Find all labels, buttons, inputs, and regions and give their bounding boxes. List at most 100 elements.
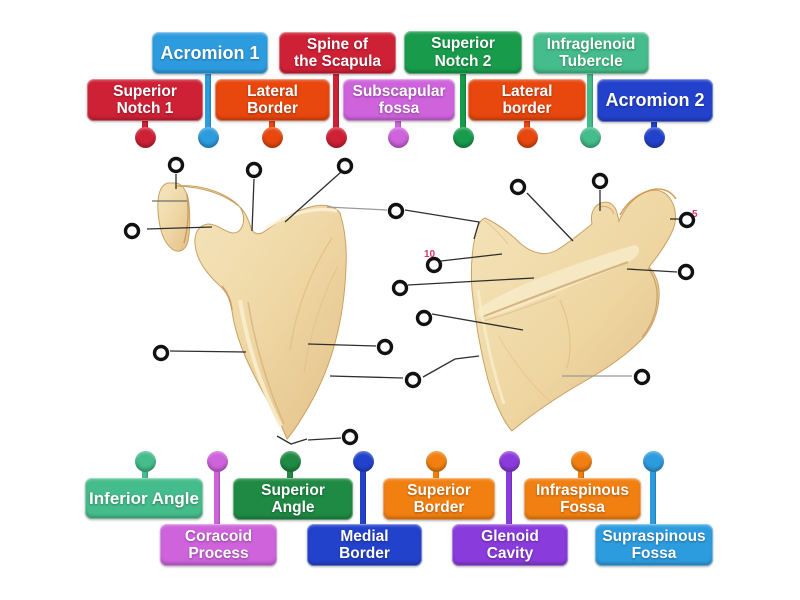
leader-line [307,343,377,347]
drop-zone-marker[interactable] [404,371,422,389]
label-chip-medial-border[interactable]: Medial Border [307,524,422,566]
label-pin-stem [205,68,211,137]
drop-zone-marker[interactable] [591,172,609,190]
drop-zone-marker[interactable] [391,279,409,297]
drop-zone-marker[interactable] [123,222,141,240]
leader-line [276,435,308,445]
label-pin-stem [587,68,593,137]
label-chip-inferior-angle[interactable]: Inferior Angle [85,478,203,519]
label-text: Acromion 1 [160,42,260,63]
label-pin-stem [524,115,530,137]
label-text: Inferior Angle [89,488,199,508]
label-text: Lateral Border [247,82,298,117]
leader-line [626,268,678,273]
leader-line [431,313,524,331]
label-text: Superior Notch 2 [431,35,495,70]
label-pin-stem [269,115,275,137]
label-text: Spine of the Scapula [294,35,381,70]
label-pin-stem [142,461,148,484]
label-pin-head [206,450,228,472]
label-chip-glenoid-cavity[interactable]: Glenoid Cavity [452,524,568,566]
drop-zone-marker[interactable] [425,256,443,274]
label-pin-stem [360,461,366,530]
label-chip-supraspinous-fossa[interactable]: Supraspinous Fossa [595,524,713,566]
label-pin-stem [333,68,339,137]
label-pin-head [498,450,520,472]
label-pin-head [134,450,156,472]
label-pin-head [197,126,219,148]
leader-line [526,192,574,242]
label-pin-head [279,450,301,472]
drop-zones-layer [123,156,696,446]
leader-line [284,171,342,223]
leader-line [251,178,255,232]
scapula-anterior-view-illustration [157,182,347,440]
label-pin-stem [287,461,293,484]
drop-zone-marker[interactable] [245,161,263,179]
drop-zone-marker[interactable] [633,368,651,386]
drop-zone-marker[interactable] [678,211,696,229]
label-pin-stem [214,461,220,530]
label-chip-superior-notch-2[interactable]: Superior Notch 2 [404,31,522,74]
label-pin-head [387,126,409,148]
label-chip-lateral-border-2[interactable]: Lateral border [468,79,586,121]
label-pin-head [452,126,474,148]
label-chip-lateral-border-1[interactable]: Lateral Border [215,79,330,121]
label-pin-head [134,126,156,148]
label-chip-acromion-1[interactable]: Acromion 1 [152,32,268,74]
label-pin-head [570,450,592,472]
label-text: Superior Border [407,481,471,516]
drop-zone-marker[interactable] [415,309,433,327]
label-chip-coracoid-process[interactable]: Coracoid Process [160,524,277,566]
label-chip-infraglenoid-tubercle[interactable]: Infraglenoid Tubercle [533,32,649,74]
drop-zone-marker[interactable] [152,344,170,362]
label-chip-superior-angle[interactable]: Superior Angle [233,478,353,520]
reference-number: 10 [424,249,436,260]
label-text: Lateral border [501,82,553,117]
leader-line [404,209,480,240]
scapula-posterior-view-illustration [470,188,677,432]
label-pin-stem [650,461,656,530]
label-text: Superior Notch 1 [113,82,177,117]
label-chip-superior-notch-1[interactable]: Superior Notch 1 [87,79,203,121]
label-pin-head [579,126,601,148]
label-chip-superior-border[interactable]: Superior Border [383,478,495,520]
label-text: Glenoid Cavity [481,527,539,562]
drop-zone-marker[interactable] [509,178,527,196]
label-pin-head [325,126,347,148]
drop-zone-marker[interactable] [336,157,354,175]
label-pin-stem [506,461,512,530]
leader-lines-layer [146,171,679,445]
label-text: Coracoid Process [184,527,253,562]
label-pin-stem [433,461,439,484]
label-chip-spine-of-the-scapula[interactable]: Spine of the Scapula [279,32,396,74]
leader-line [146,226,213,230]
label-pin-head [425,450,447,472]
label-chip-infraspinous-fossa[interactable]: Infraspinous Fossa [524,478,641,520]
label-text: Acromion 2 [605,90,705,111]
drop-zone-marker[interactable] [387,202,405,220]
label-pin-head [352,450,374,472]
label-text: Supraspinous Fossa [602,527,706,562]
label-text: Medial Border [339,527,390,562]
drop-zone-marker[interactable] [376,338,394,356]
leader-line [407,277,535,286]
label-chip-acromion-2[interactable]: Acromion 2 [597,79,713,122]
label-chip-subscapular-fossa[interactable]: Subscapular fossa [343,79,455,121]
label-pin-stem [460,68,466,137]
reference-number: 5 [692,209,698,220]
drop-zone-marker[interactable] [677,263,695,281]
label-pin-head [643,126,665,148]
label-text: Infraspinous Fossa [535,481,629,516]
label-text: Superior Angle [261,481,325,516]
label-pin-stem [395,115,401,137]
label-pin-head [516,126,538,148]
label-text: Infraglenoid Tubercle [546,35,636,70]
label-pin-head [261,126,283,148]
drop-zone-marker[interactable] [341,428,359,446]
leader-line [440,253,503,262]
leader-line [422,355,480,378]
drop-zone-marker[interactable] [167,156,185,174]
